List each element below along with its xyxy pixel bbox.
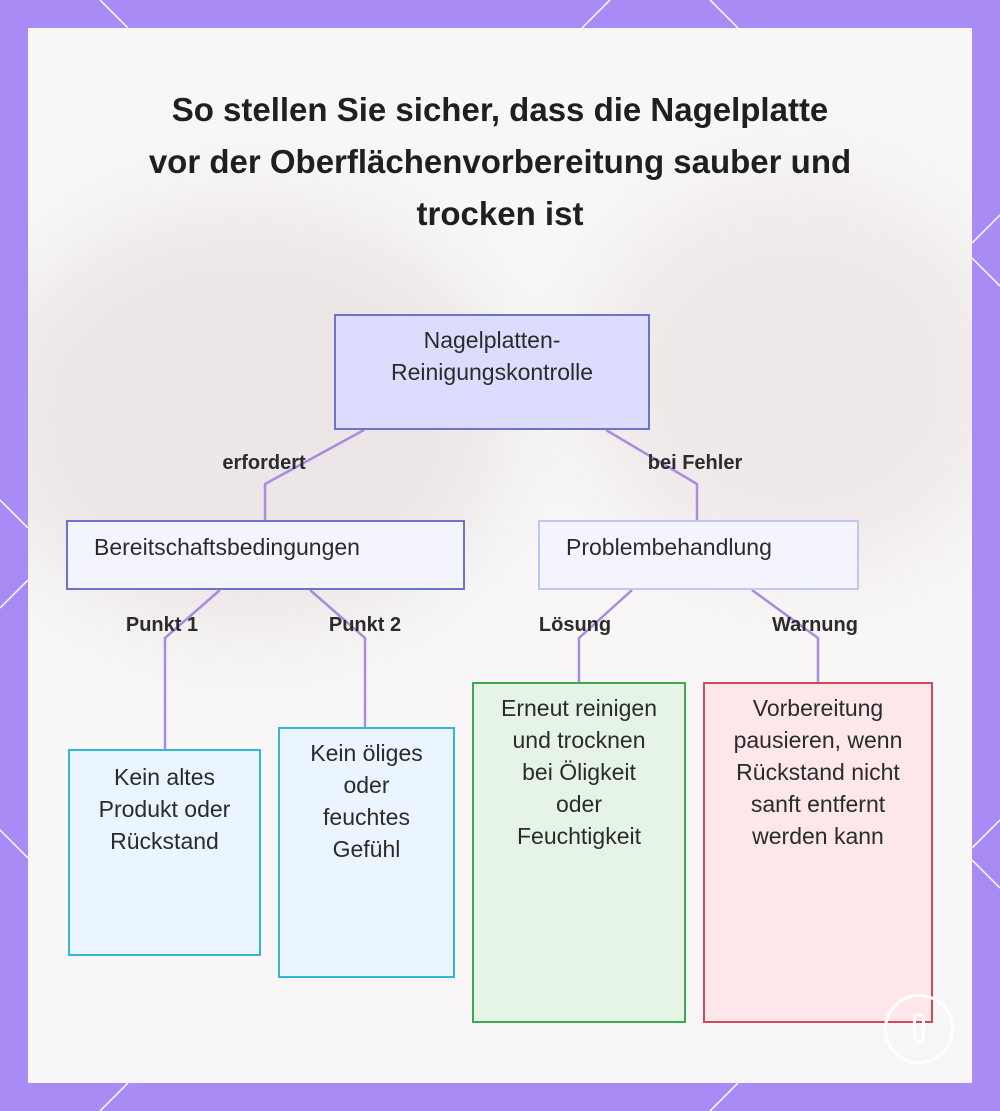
node-point1: Kein altes Produkt oder Rückstand <box>68 749 261 956</box>
node-root-label: Nagelplatten-Reinigungskontrolle <box>390 327 593 385</box>
node-warning: Vorbereitung pausieren, wenn Rückstand n… <box>703 682 933 1023</box>
connector-warning <box>751 588 820 682</box>
edge-label-solution: Lösung <box>538 614 612 636</box>
node-readiness-label: Bereitschaftsbedingungen <box>94 534 360 560</box>
edge-label-requires: erfordert <box>222 452 306 474</box>
diagram-card: So stellen Sie sicher, dass die Nagelpla… <box>28 28 972 1083</box>
node-warning-label: Vorbereitung pausieren, wenn Rückstand n… <box>733 695 903 849</box>
background-blur <box>588 188 972 568</box>
node-solution: Erneut reinigen und trocknen bei Öligkei… <box>472 682 686 1023</box>
connector-point1 <box>163 589 221 749</box>
node-point1-label: Kein altes Produkt oder Rückstand <box>98 764 231 854</box>
edge-label-point2: Punkt 2 <box>328 614 402 636</box>
node-troubleshooting: Problembehandlung <box>538 520 859 590</box>
edge-label-warning: Warnung <box>772 614 858 636</box>
edge-label-on-error: bei Fehler <box>647 452 743 474</box>
connector-point2 <box>309 589 367 727</box>
node-root: Nagelplatten-Reinigungskontrolle <box>334 314 650 430</box>
node-troubleshooting-label: Problembehandlung <box>566 534 772 560</box>
connectors <box>163 428 820 749</box>
node-solution-label: Erneut reinigen und trocknen bei Öligkei… <box>501 695 657 849</box>
paperclip-mark <box>913 1013 925 1043</box>
paperclip-logo-icon <box>884 994 954 1064</box>
connector-solution <box>577 589 633 682</box>
edge-label-point1: Punkt 1 <box>125 614 199 636</box>
node-point2: Kein öliges oder feuchtes Gefühl <box>278 727 455 978</box>
connector-requires <box>263 428 365 520</box>
node-readiness-conditions: Bereitschaftsbedingungen <box>66 520 465 590</box>
diagram-title: So stellen Sie sicher, dass die Nagelpla… <box>148 91 852 232</box>
node-point2-label: Kein öliges oder feuchtes Gefühl <box>310 740 423 862</box>
connector-on-error <box>605 428 699 520</box>
